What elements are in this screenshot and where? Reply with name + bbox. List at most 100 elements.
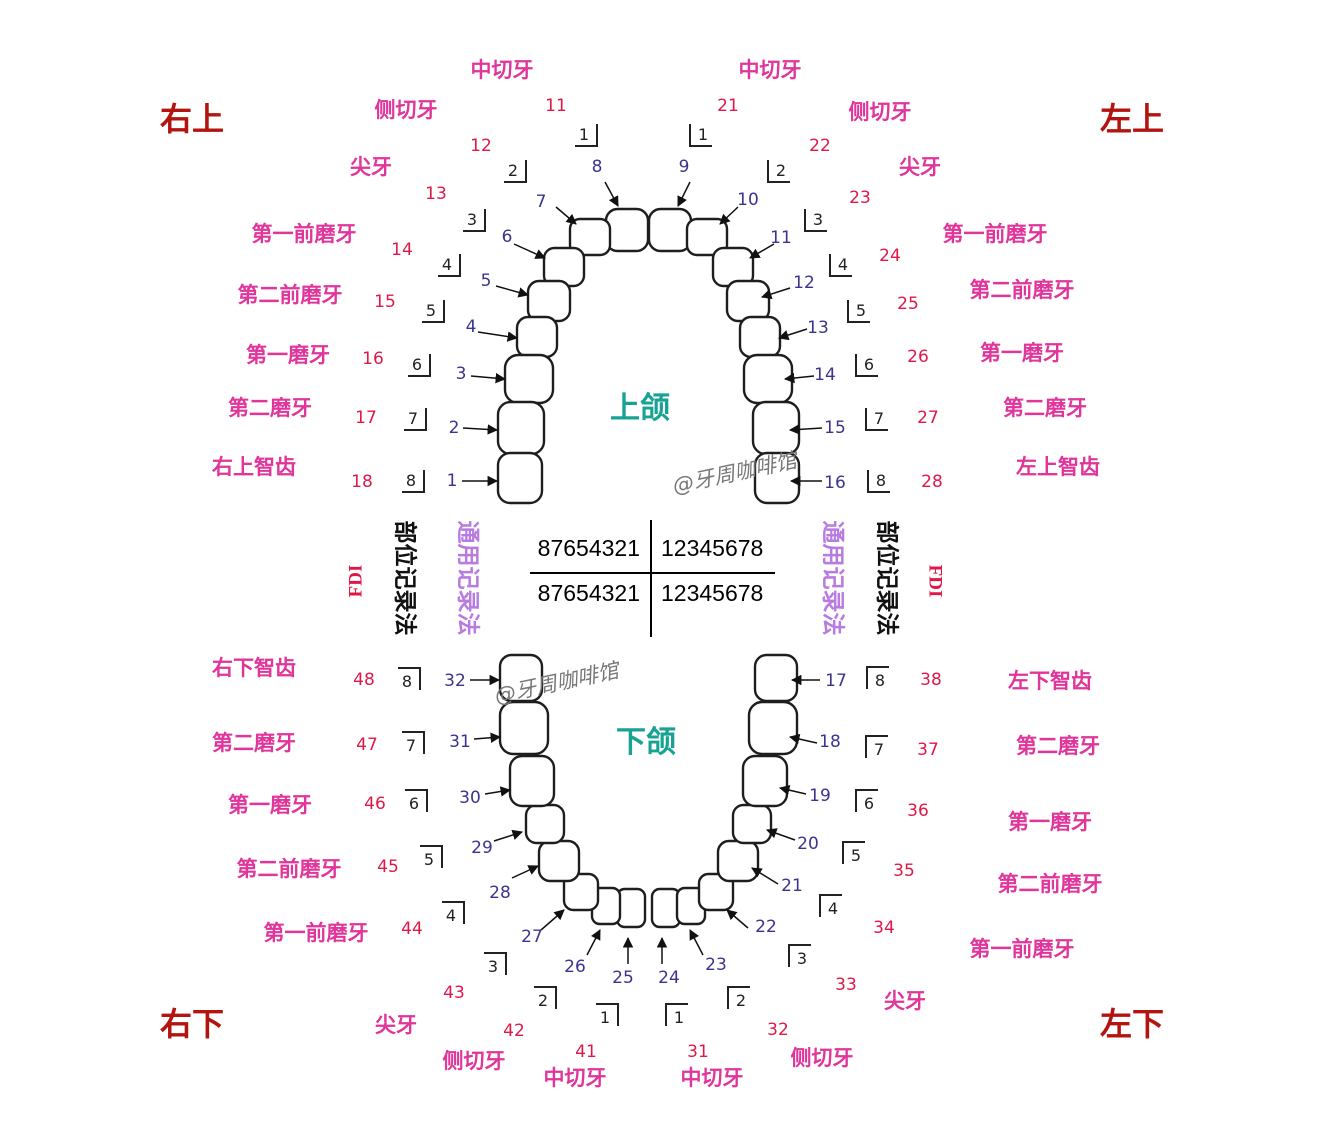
palmer-number-15: 5 <box>426 301 436 320</box>
palmer-number-18: 8 <box>406 471 416 490</box>
tooth-36 <box>741 754 789 808</box>
tooth-name-35: 第二前磨牙 <box>998 872 1103 896</box>
universal-number-19: 19 <box>809 786 831 806</box>
palmer-number-44: 4 <box>446 906 456 925</box>
tooth-name-32: 侧切牙 <box>791 1046 854 1070</box>
tooth-34 <box>716 839 760 883</box>
tooth-14 <box>526 279 572 323</box>
palmer-number-16: 6 <box>412 355 422 374</box>
fdi-number-35: 35 <box>893 861 915 881</box>
tooth-47 <box>498 700 550 756</box>
pointer-arrows <box>462 181 823 964</box>
universal-number-29: 29 <box>471 838 493 858</box>
fdi-number-45: 45 <box>377 857 399 877</box>
universal-number-21: 21 <box>781 876 803 896</box>
fdi-number-12: 12 <box>470 136 492 156</box>
universal-number-27: 27 <box>521 927 543 947</box>
fdi-number-46: 46 <box>364 794 386 814</box>
palmer-number-48: 8 <box>402 672 412 691</box>
palmer-number-17-line <box>404 408 427 431</box>
tooth-12 <box>568 217 612 257</box>
tooth-name-22: 侧切牙 <box>849 100 912 124</box>
lower-jaw-label: 下颌 <box>616 725 676 760</box>
arrow-31 <box>473 732 502 743</box>
tooth-name-17: 第二磨牙 <box>228 396 312 420</box>
tooth-18 <box>496 451 544 505</box>
palmer-number-16-line <box>408 354 431 377</box>
universal-number-31: 31 <box>449 732 471 752</box>
tooth-name-23: 尖牙 <box>899 155 941 179</box>
arrow-29 <box>493 829 523 842</box>
palmer-number-35-line <box>842 841 865 864</box>
method-label-fdi-right: FDI <box>925 565 946 598</box>
arrow-5 <box>495 285 530 298</box>
tooth-name-13: 尖牙 <box>350 155 392 179</box>
arrow-11 <box>749 243 775 259</box>
palmer-number-32: 2 <box>736 991 746 1010</box>
tooth-name-48: 右下智齿 <box>212 656 296 680</box>
arrow-9 <box>677 181 691 207</box>
method-label-fdi-left: FDI <box>345 565 366 598</box>
universal-number-28: 28 <box>489 883 511 903</box>
palmer-number-47-line <box>402 731 425 754</box>
tooth-38 <box>753 653 799 703</box>
quadrant-label-upper-right: 右上 <box>160 100 224 138</box>
fdi-number-34: 34 <box>873 918 895 938</box>
tooth-name-12: 侧切牙 <box>375 98 438 122</box>
universal-number-12: 12 <box>793 273 815 293</box>
upper-jaw-label: 上颌 <box>610 391 670 426</box>
grid-top-left: 87654321 <box>538 535 640 561</box>
tooth-name-25: 第二前磨牙 <box>970 278 1075 302</box>
arrow-4 <box>477 331 519 342</box>
arrow-15 <box>788 424 823 435</box>
fdi-number-17: 17 <box>355 408 377 428</box>
palmer-number-23-line <box>804 209 827 232</box>
tooth-name-47: 第二磨牙 <box>212 731 296 755</box>
palmer-number-38: 8 <box>875 671 885 690</box>
universal-number-18: 18 <box>819 732 841 752</box>
method-label-palmer-left: 部位记录法 <box>392 521 419 636</box>
fdi-number-15: 15 <box>374 292 396 312</box>
fdi-number-38: 38 <box>920 670 942 690</box>
quadrant-label-upper-left: 左上 <box>1100 100 1164 138</box>
tooth-35 <box>731 803 773 845</box>
fdi-number-14: 14 <box>391 240 413 260</box>
palmer-number-25: 5 <box>856 301 866 320</box>
palmer-number-42-line <box>534 986 557 1009</box>
universal-number-16: 16 <box>824 473 846 493</box>
fdi-number-25: 25 <box>897 294 919 314</box>
arrow-18 <box>788 733 818 745</box>
fdi-number-22: 22 <box>809 136 831 156</box>
tooth-25 <box>738 315 782 359</box>
fdi-number-27: 27 <box>917 408 939 428</box>
palmer-number-37-line <box>865 735 888 758</box>
tooth-name-31: 中切牙 <box>681 1066 744 1090</box>
palmer-number-27-line <box>865 408 888 431</box>
arrow-10 <box>719 206 739 225</box>
palmer-number-33: 3 <box>797 949 807 968</box>
arrow-2 <box>462 424 499 435</box>
universal-number-30: 30 <box>459 788 481 808</box>
tooth-11 <box>604 207 650 253</box>
palmer-number-33-line <box>788 944 811 967</box>
palmer-number-21: 1 <box>698 125 708 144</box>
fdi-number-47: 47 <box>356 735 378 755</box>
palmer-number-38-line <box>866 666 889 689</box>
palmer-number-46-line <box>405 789 428 812</box>
tooth-43 <box>562 872 600 912</box>
tooth-name-28: 左上智齿 <box>1016 455 1100 479</box>
tooth-37 <box>747 700 799 756</box>
palmer-number-36-line <box>855 789 878 812</box>
tooth-name-16: 第一磨牙 <box>246 343 330 367</box>
universal-number-9: 9 <box>679 157 690 177</box>
arrow-21 <box>751 867 779 885</box>
palmer-number-47: 7 <box>406 736 416 755</box>
tooth-17 <box>496 400 546 456</box>
universal-number-23: 23 <box>705 955 727 975</box>
palmer-number-37: 7 <box>874 740 884 759</box>
tooth-21 <box>647 207 693 253</box>
tooth-name-36: 第一磨牙 <box>1008 810 1092 834</box>
arrow-22 <box>726 909 749 929</box>
palmer-number-46: 6 <box>409 794 419 813</box>
